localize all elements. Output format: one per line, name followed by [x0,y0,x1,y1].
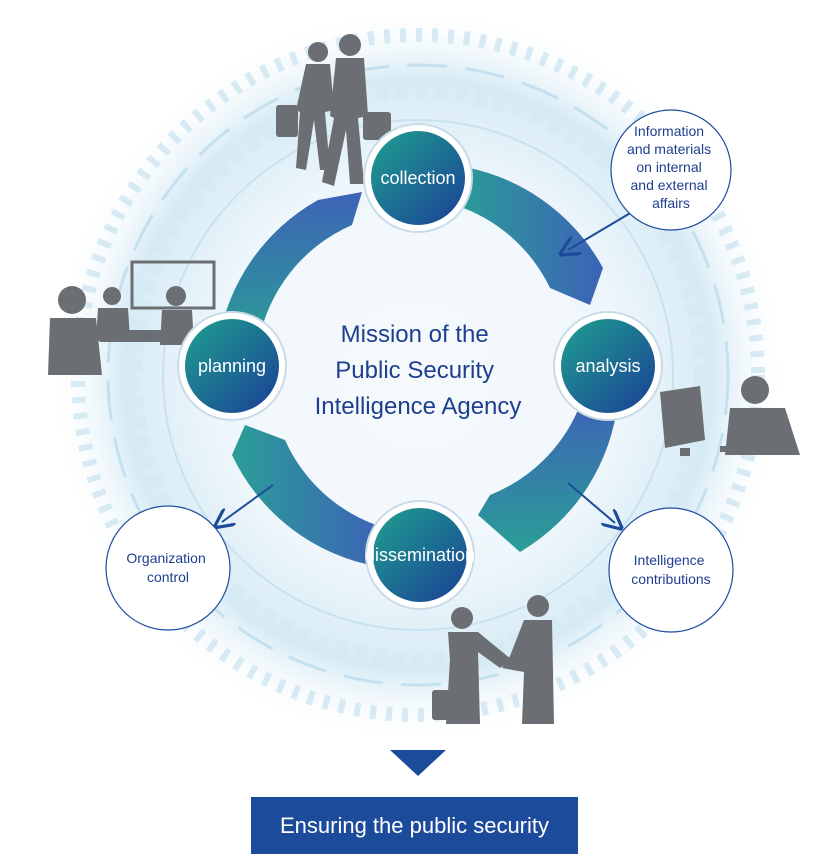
node-analysis: analysis [553,311,663,421]
bubble-organization: Organization control [105,505,231,631]
background-rings [48,5,788,745]
center-title-line-2: Public Security [335,357,494,384]
node-collection: collection [363,123,473,233]
arrow-ring-to-intelligence [567,482,615,523]
walking-businessmen-illustration [276,34,391,186]
bubble-information-line-2: and materials [627,141,711,157]
bubble-information-line-3: on internal [636,159,701,175]
bubble-information-line-4: and external [631,177,708,193]
ring-arc-collection-analysis [452,165,603,305]
bubble-information: Information and materials on internal an… [610,109,732,231]
bubble-organization-line-2: control [147,569,189,585]
bubble-information-line-5: affairs [652,195,690,211]
node-analysis-label: analysis [575,356,640,376]
arrow-information-to-ring [568,211,633,250]
bubble-intelligence-line-1: Intelligence [634,552,705,568]
bubble-organization-line-1: Organization [126,550,205,566]
ring-arc-analysis-dissemination [478,400,618,552]
people-silhouettes [48,34,800,724]
svg-text:Organization control: Organization control [126,550,209,585]
outcome-banner: Ensuring the public security [251,797,578,854]
cycle-ring [218,165,618,567]
svg-text:Information and material: Information and materials on internal an… [627,123,715,211]
node-planning: planning [177,311,287,421]
computer-worker-illustration [660,376,800,456]
arrow-ring-to-organization [222,484,274,522]
bubble-intelligence-line-2: contributions [631,571,710,587]
outcome-banner-text: Ensuring the public security [279,812,550,838]
svg-text:Intelligence contributio: Intelligence contributions [631,552,710,587]
node-dissemination: dissemination [365,500,475,610]
node-planning-label: planning [198,356,266,376]
meeting-illustration [48,260,216,375]
center-title-line-3: Intelligence Agency [315,393,522,420]
center-title-line-1: Mission of the [341,321,489,348]
ring-arc-dissemination-planning [232,425,382,567]
bubble-intelligence: Intelligence contributions [608,507,734,633]
node-dissemination-label: dissemination [365,545,475,565]
center-title: Mission of the Public Security Intellige… [315,321,522,420]
handshake-illustration [432,595,554,724]
down-arrow-icon [390,750,446,776]
ring-arc-planning-collection [218,192,362,345]
bubble-information-line-1: Information [634,123,704,139]
node-collection-label: collection [380,168,455,188]
connector-arrows [222,211,633,523]
